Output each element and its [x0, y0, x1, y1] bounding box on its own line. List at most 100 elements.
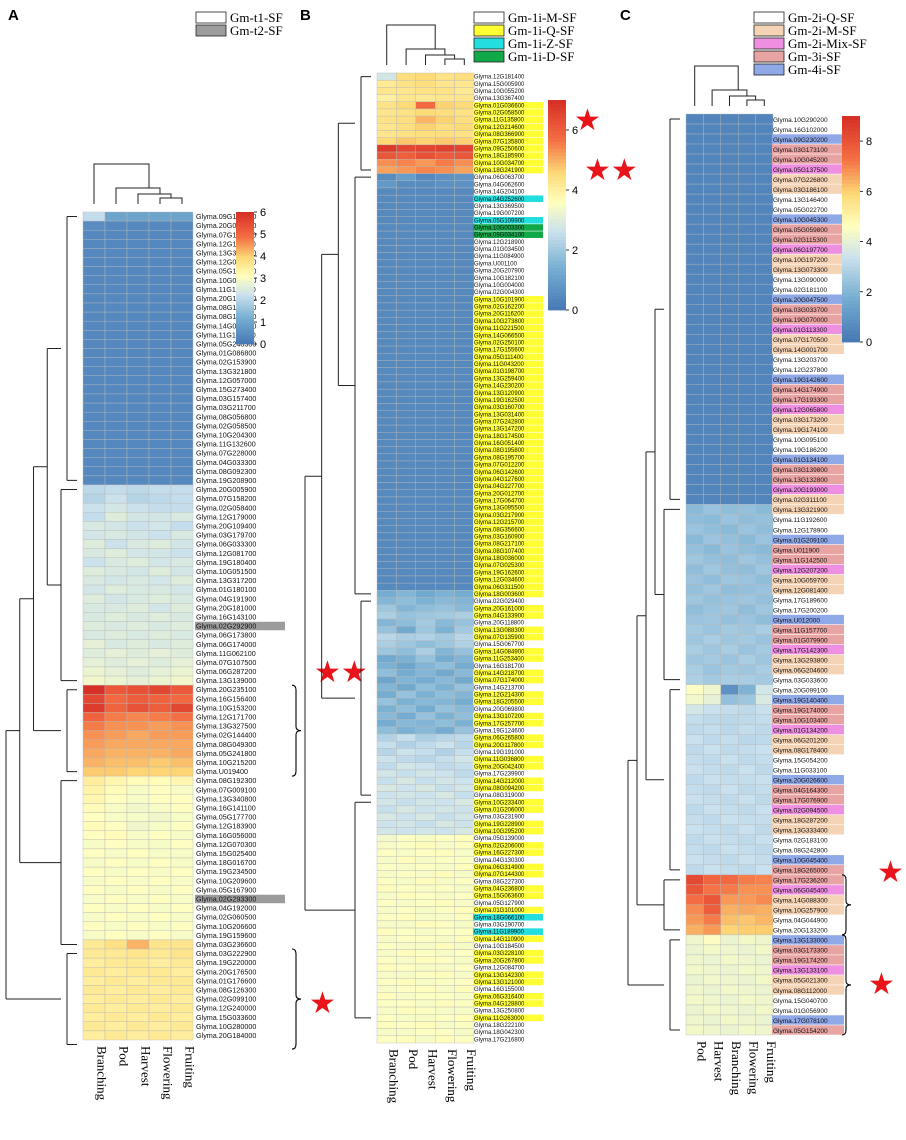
row-label: Glyma.10G004000: [474, 283, 525, 289]
row-label: Glyma.13G107200: [474, 714, 525, 720]
heatmap-cell: [82, 402, 106, 413]
heatmap-cell: [738, 394, 756, 405]
heatmap-cell: [454, 820, 475, 828]
heatmap-cell: [703, 294, 722, 305]
colorbar-segment: [548, 278, 566, 283]
row-group-tag: [473, 669, 543, 677]
colorbar-segment: [236, 249, 254, 252]
heatmap-cell: [703, 964, 722, 976]
heatmap-cell: [396, 511, 416, 519]
heatmap-cell: [720, 364, 739, 375]
heatmap-cell: [435, 259, 455, 268]
column-label: Fruiting: [764, 1041, 779, 1083]
heatmap-cell: [148, 694, 172, 704]
heatmap-cell: [415, 166, 436, 174]
colorbar-segment: [548, 121, 566, 125]
heatmap-cell: [376, 841, 397, 850]
heatmap-cell: [396, 410, 416, 419]
row-label: Glyma.13G133000: [773, 938, 828, 945]
row-group-tag: [772, 474, 844, 485]
heatmap-cell: [170, 484, 194, 495]
row-label: Glyma.03G157400: [196, 394, 256, 403]
heatmap-cell: [170, 366, 194, 376]
heatmap-cell: [755, 884, 774, 896]
row-group-tag: [772, 694, 844, 705]
heatmap-cell: [396, 690, 416, 699]
heatmap-cell: [148, 1030, 172, 1041]
row-label: Glyma.06G287200: [196, 667, 256, 676]
heatmap-cell: [454, 439, 475, 447]
heatmap-cell: [415, 582, 436, 591]
row-label: Glyma.03G160900: [474, 534, 525, 540]
colorbar-segment: [842, 138, 860, 143]
heatmap-cell: [148, 948, 172, 959]
colorbar-segment: [842, 127, 860, 132]
panel-label: B: [300, 7, 311, 24]
heatmap-cell: [755, 944, 774, 956]
heatmap-cell: [454, 669, 475, 677]
heatmap-cell: [720, 203, 739, 215]
row-label: Glyma.18G016700: [196, 858, 256, 867]
heatmap-cell: [170, 575, 194, 586]
heatmap-cell: [738, 564, 756, 575]
heatmap-cell: [170, 612, 194, 622]
heatmap-cell: [126, 593, 150, 604]
heatmap-cell: [82, 903, 106, 913]
colorbar-segment: [548, 142, 566, 146]
heatmap-cell: [104, 566, 128, 577]
colorbar-segment: [548, 236, 566, 241]
heatmap-cell: [738, 594, 756, 605]
row-group-tag: [772, 164, 844, 174]
heatmap-cell: [126, 930, 150, 941]
row-label: Glyma.08G195800: [474, 448, 525, 454]
heatmap-cell: [148, 885, 172, 895]
heatmap-cell: [170, 521, 194, 531]
heatmap-cell: [126, 302, 150, 313]
row-label: Glyma.17G189600: [773, 597, 828, 604]
heatmap-cell: [82, 766, 106, 777]
heatmap-cell: [454, 640, 475, 649]
heatmap-cell: [435, 626, 455, 634]
heatmap-cell: [685, 874, 704, 886]
heatmap-cell: [376, 776, 397, 785]
heatmap-cell: [376, 518, 397, 526]
heatmap-cell: [454, 101, 475, 110]
heatmap-cell: [685, 143, 704, 155]
heatmap-cell: [126, 393, 150, 404]
row-label: Glyma.11G142500: [773, 557, 827, 564]
row-group-tag: [772, 734, 844, 745]
row-label: Glyma.20G186400: [196, 294, 256, 303]
colorbar-segment: [548, 268, 566, 272]
heatmap-cell: [755, 554, 774, 565]
heatmap-cell: [376, 417, 397, 426]
heatmap-cell: [454, 935, 475, 943]
colorbar-segment: [842, 255, 860, 260]
heatmap-cell: [755, 744, 774, 755]
colorbar-tick-label: 4: [866, 237, 872, 249]
heatmap-cell: [755, 253, 774, 265]
row-label: Glyma.19G140400: [773, 697, 828, 704]
heatmap-cell: [454, 281, 475, 289]
heatmap-cell: [720, 113, 739, 125]
heatmap-cell: [82, 457, 106, 467]
row-label: Glyma.04G127600: [474, 477, 525, 483]
row-group-tag: [772, 534, 844, 545]
heatmap-cell: [435, 532, 455, 541]
heatmap-cell: [396, 855, 416, 864]
heatmap-cell: [454, 776, 475, 785]
heatmap-cell: [104, 948, 128, 959]
row-label: Glyma.03G160700: [474, 405, 525, 411]
heatmap-cell: [738, 844, 756, 855]
heatmap-cell: [148, 229, 172, 240]
heatmap-cell: [685, 544, 704, 555]
heatmap-cell: [104, 548, 128, 558]
row-label: Glyma.19G208900: [196, 476, 256, 485]
row-label: Glyma.16G181700: [474, 664, 525, 670]
heatmap-cell: [703, 233, 722, 245]
heatmap-cell: [376, 360, 397, 368]
heatmap-cell: [685, 664, 704, 675]
row-label: Glyma.13G120900: [474, 391, 525, 397]
heatmap-cell: [104, 739, 128, 750]
heatmap-cell: [703, 824, 722, 835]
heatmap-cell: [454, 985, 475, 993]
